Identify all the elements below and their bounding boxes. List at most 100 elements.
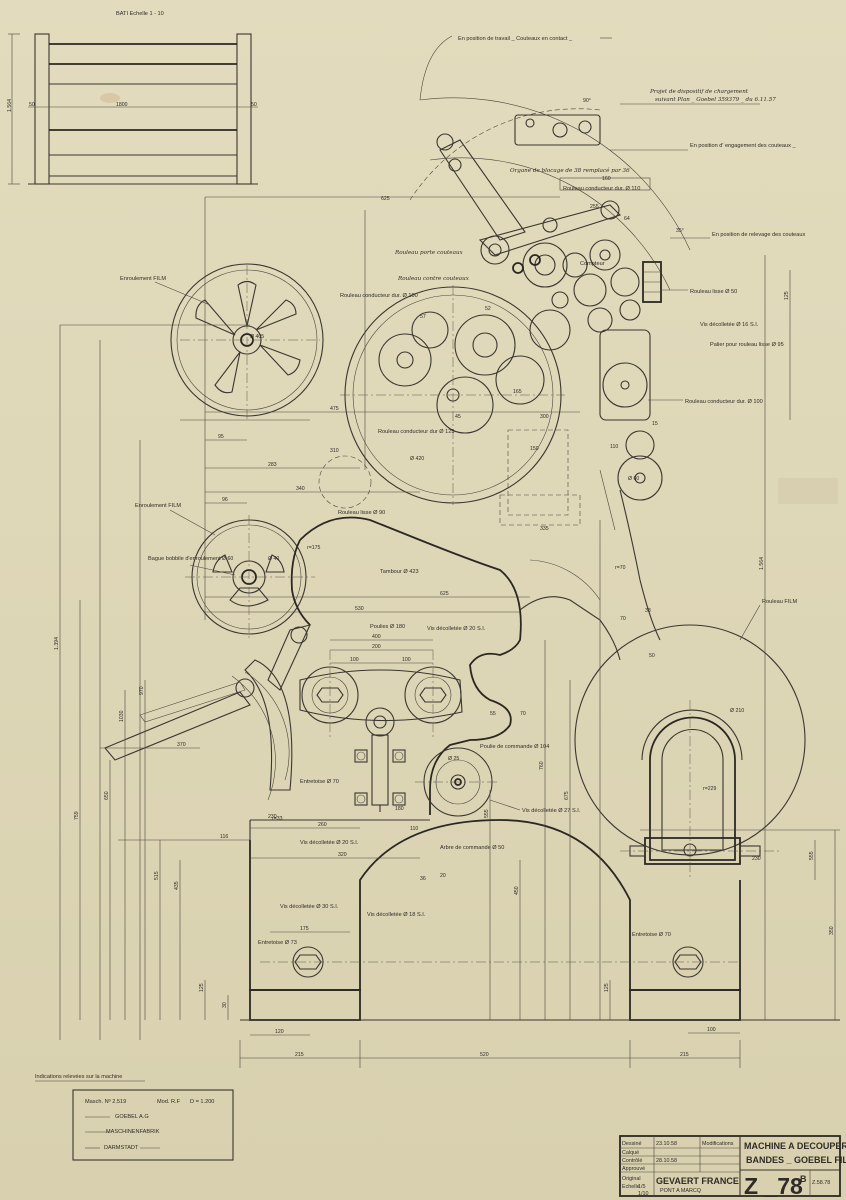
dim-515: 515 bbox=[154, 871, 160, 880]
label-enroulement-mid: Enroulement FILM bbox=[135, 503, 181, 509]
label-vis-27: Vis décolletée Ø 27 S.I. bbox=[522, 808, 581, 814]
tb-company: GEVAERT FRANCE bbox=[656, 1176, 739, 1186]
dim-p210: Ø 210 bbox=[730, 708, 744, 714]
angle-90: 90° bbox=[583, 98, 591, 104]
dim-45: 45 bbox=[455, 414, 461, 420]
bati-dim-height: 1.564 bbox=[7, 99, 13, 112]
tb-row-original: Original bbox=[622, 1176, 641, 1182]
dim-759: 759 bbox=[74, 811, 80, 820]
tb-scale-1: 1/5 bbox=[638, 1184, 646, 1190]
dim-33: 33 bbox=[645, 608, 651, 614]
dim-200: 200 bbox=[372, 644, 381, 650]
bati-frame-view: 1.564 1800 50 50 BATI Echelle 1 - 10 bbox=[7, 11, 258, 185]
note-projet-1: Projet de dispositif de chargement bbox=[649, 89, 749, 95]
film-roll-view: Rouleau FILM Ø 210 r=229 230 bbox=[574, 599, 840, 880]
dim-55: 55 bbox=[490, 711, 496, 717]
tb-echelle-label: Echelle bbox=[622, 1184, 640, 1190]
label-vis-16: Vis décolletée Ø 16 S.I. bbox=[700, 322, 759, 328]
tb-modif: Modifications bbox=[702, 1141, 734, 1147]
dim-p60-right: Ø 60 bbox=[628, 476, 639, 482]
dim-520: 520 bbox=[480, 1052, 489, 1058]
tb-ref: Z.58.78 bbox=[812, 1180, 830, 1186]
tb-title-2: BANDES _ GOEBEL FILM bbox=[746, 1155, 846, 1165]
tb-row-approuve: Approuvé bbox=[622, 1166, 645, 1172]
dim-970: 970 bbox=[139, 686, 145, 695]
dim-p60: Ø 60 bbox=[222, 556, 233, 562]
dim-p420: Ø 420 bbox=[410, 456, 424, 462]
tb-code-suffix: B bbox=[800, 1174, 807, 1184]
plate-mod: Mod. R.F bbox=[157, 1099, 181, 1105]
dim-435: 435 bbox=[174, 881, 180, 890]
dim-110b: 110 bbox=[410, 826, 418, 832]
dim-125-right: 125 bbox=[604, 983, 610, 992]
plate-city: DARMSTADT bbox=[104, 1145, 139, 1151]
dim-100a: 100 bbox=[350, 657, 359, 663]
dim-p405: Ø 405 bbox=[250, 334, 264, 340]
label-poulie-commande: Poulie de commande Ø 104 bbox=[480, 744, 549, 750]
dim-150: 150 bbox=[530, 446, 539, 452]
dim-1030: 1030 bbox=[119, 710, 125, 722]
tb-drawing-code: Z _78 bbox=[744, 1173, 803, 1199]
dim-15: 15 bbox=[652, 421, 658, 427]
dim-215b: 215 bbox=[680, 1052, 689, 1058]
label-rouleau-cond-125: Rouleau conducteur dur Ø 125 bbox=[378, 429, 455, 435]
tb-row-dessine: Dessiné bbox=[622, 1141, 641, 1147]
dim-285: 255 bbox=[590, 204, 599, 210]
dim-175: 175 bbox=[300, 926, 309, 932]
note-indications: Indications relevées sur la machine bbox=[35, 1074, 122, 1080]
dim-125: 125 bbox=[199, 983, 205, 992]
dim-p25: Ø 25 bbox=[448, 756, 459, 762]
dim-283: 283 bbox=[268, 462, 277, 468]
dim-450: 450 bbox=[514, 886, 520, 895]
dim-125-top: 125 bbox=[784, 291, 790, 300]
plate-masch: Masch. Nº 2.519 bbox=[85, 1098, 126, 1105]
control-pulley: Poulie de commande Ø 104 Vis décolletée … bbox=[415, 744, 581, 817]
dim-400: 400 bbox=[372, 634, 381, 640]
roller-cluster: Compteur Rouleau lisse Ø 50 Vis décollet… bbox=[512, 239, 784, 501]
label-arbre-1: Arbre de commande Ø 50 bbox=[440, 845, 504, 851]
tb-date-1: 23.10.58 bbox=[656, 1141, 677, 1147]
machine-base: Entretoise Ø 73 Entretoise Ø 70 Vis déco… bbox=[239, 819, 840, 1068]
dim-230: 230 bbox=[752, 856, 761, 862]
label-rouleau-cond-100a: Rouleau conducteur dur. Ø 100 bbox=[340, 293, 418, 299]
machine-body: Tambour Ø 423 Rouleau lisse Ø 90 r=70 r=… bbox=[290, 455, 661, 815]
note-projet-2: suivant Plan _ Goebel 359379 _ du 6.11.5… bbox=[655, 97, 776, 103]
dim-215a: 215 bbox=[295, 1052, 304, 1058]
label-rouleau-porte: Rouleau porte couteaux bbox=[394, 250, 464, 256]
dim-165: 165 bbox=[513, 389, 522, 395]
bati-dim-width: 1800 bbox=[116, 102, 128, 108]
dim-110: 110 bbox=[610, 444, 618, 450]
tb-row-calque: Calqué bbox=[622, 1150, 639, 1156]
dim-340: 340 bbox=[296, 486, 305, 492]
dim-320: 320 bbox=[338, 852, 347, 858]
dim-100c: 100 bbox=[707, 1027, 716, 1033]
knife-assembly: Rouleau conducteur dur. Ø 110 255 64 160 bbox=[409, 97, 691, 291]
main-dimensions: 1.394 475 95 283 340 96 310 625 530 bbox=[54, 324, 580, 1040]
label-rouleau-cond-100b: Rouleau conducteur dur. Ø 100 bbox=[685, 399, 763, 405]
dim-r33: r=33 bbox=[272, 816, 283, 822]
dim-760: 760 bbox=[539, 761, 545, 770]
label-enroulement-top: Enroulement FILM bbox=[120, 276, 166, 282]
dim-270: 230 bbox=[268, 814, 277, 820]
dim-675: 675 bbox=[564, 791, 570, 800]
dim-p40: Ø 40 bbox=[268, 556, 279, 562]
upper-left-labels: Rouleau porte couteaux Rouleau contre co… bbox=[204, 196, 560, 620]
name-plate: Indications relevées sur la machine Masc… bbox=[35, 1074, 234, 1161]
dim-370: 370 bbox=[177, 742, 186, 748]
plate-fabrik: MASCHINENFABRIK bbox=[106, 1129, 160, 1135]
dim-70: 70 bbox=[620, 616, 626, 622]
dim-180: 180 bbox=[395, 806, 404, 812]
label-tambour: Tambour Ø 423 bbox=[380, 569, 419, 575]
vertical-dimensions: 759 650 1030 970 515 435 125 30 116 370 bbox=[74, 600, 250, 1020]
label-rouleau-lisse-50: Rouleau lisse Ø 50 bbox=[690, 289, 737, 295]
upper-reel: Enroulement FILM Ø 405 bbox=[120, 263, 324, 420]
tb-scale-2: 1/10 bbox=[638, 1191, 649, 1197]
note-travail: En position de travail _ Couteaux en con… bbox=[458, 36, 573, 42]
dim-r70: r=70 bbox=[615, 565, 626, 571]
tb-title-1: MACHINE A DECOUPER EN bbox=[744, 1141, 846, 1151]
dim-64: 64 bbox=[624, 216, 630, 222]
dim-70b: 70 bbox=[520, 711, 526, 717]
dim-116: 116 bbox=[220, 834, 228, 840]
vertical-dimensions-right: 760 675 555 450 125 1.564 350 555 125 15… bbox=[268, 255, 836, 1020]
